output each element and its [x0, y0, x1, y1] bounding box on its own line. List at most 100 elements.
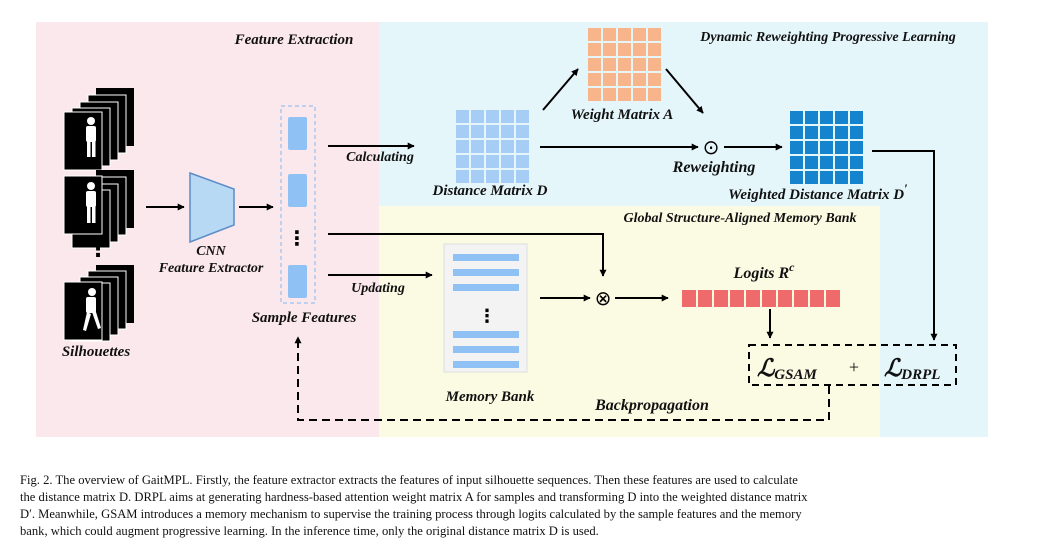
matrix-cell	[603, 88, 616, 101]
matrix-cell	[618, 28, 631, 41]
silhouette-stack-1	[63, 88, 134, 171]
weighted-distance-matrix-label: Weighted Distance Matrix D′	[728, 181, 908, 203]
matrix-cell	[603, 58, 616, 71]
matrix-cell	[850, 111, 863, 124]
matrix-cell	[633, 58, 646, 71]
matrix-cell	[486, 125, 499, 138]
matrix-cell	[456, 110, 469, 123]
matrix-cell	[805, 156, 818, 169]
person-silhouette-icon	[86, 182, 96, 223]
caption-line-1: Fig. 2. The overview of GaitMPL. Firstly…	[20, 473, 798, 487]
matrix-cell	[805, 111, 818, 124]
cnn-label: CNN	[196, 244, 226, 259]
matrix-cell	[471, 125, 484, 138]
matrix-cell	[588, 28, 601, 41]
matrix-cell	[648, 58, 661, 71]
matrix-cell	[633, 43, 646, 56]
feature-extractor-label: Feature Extractor	[158, 261, 264, 276]
matrix-cell	[486, 155, 499, 168]
matrix-cell	[835, 171, 848, 184]
matrix-cell	[820, 111, 833, 124]
matrix-cell	[850, 141, 863, 154]
matrix-cell	[456, 170, 469, 183]
logits-bar	[682, 290, 840, 307]
matrix-cell	[648, 43, 661, 56]
person-walking-silhouette-icon	[83, 288, 101, 331]
matrix-cell	[516, 125, 529, 138]
logit-cell	[778, 290, 792, 307]
weight-matrix-label: Weight Matrix A	[571, 107, 674, 123]
matrix-cell	[820, 141, 833, 154]
loss-plus: +	[849, 357, 859, 377]
logits-label: Logits Rc	[733, 260, 796, 282]
matrix-cell	[618, 73, 631, 86]
memory-bank: ⋮	[443, 243, 528, 373]
matrix-cell	[633, 88, 646, 101]
matrix-cell	[588, 73, 601, 86]
matrix-cell	[501, 125, 514, 138]
matrix-cell	[633, 28, 646, 41]
feature-vdots: ⋮	[287, 226, 307, 250]
memory-row	[453, 254, 519, 261]
memory-row	[453, 331, 519, 338]
logit-cell	[826, 290, 840, 307]
matrix-cell	[603, 43, 616, 56]
logit-cell	[730, 290, 744, 307]
architecture-diagram: Feature Extraction Dynamic Reweighting P…	[36, 22, 988, 437]
matrix-cell	[790, 156, 803, 169]
weight-matrix-grid	[588, 28, 661, 101]
matrix-cell	[805, 171, 818, 184]
logit-cell	[714, 290, 728, 307]
matrix-cell	[618, 88, 631, 101]
matrix-cell	[790, 171, 803, 184]
logit-cell	[746, 290, 760, 307]
sample-features-label: Sample Features	[252, 310, 357, 326]
person-silhouette-icon	[86, 117, 96, 157]
feature-extraction-title: Feature Extraction	[234, 32, 354, 48]
silhouettes-label: Silhouettes	[62, 344, 131, 360]
multiply-operator-icon: ⊗	[595, 286, 612, 310]
matrix-cell	[516, 110, 529, 123]
matrix-cell	[790, 141, 803, 154]
matrix-cell	[486, 110, 499, 123]
matrix-cell	[820, 171, 833, 184]
backpropagation-path	[294, 336, 830, 421]
matrix-cell	[805, 141, 818, 154]
matrix-cell	[648, 88, 661, 101]
logit-cell	[794, 290, 808, 307]
reweighting-label: Reweighting	[672, 159, 756, 176]
backpropagation-label: Backpropagation	[594, 397, 709, 414]
matrix-cell	[588, 43, 601, 56]
feature-block	[288, 174, 307, 207]
matrix-cell	[633, 73, 646, 86]
matrix-cell	[790, 126, 803, 139]
matrix-cell	[471, 170, 484, 183]
silhouette-vdots: ⋮	[87, 237, 109, 262]
gsam-title: Global Structure-Aligned Memory Bank	[624, 211, 857, 226]
matrix-cell	[835, 141, 848, 154]
calculating-label: Calculating	[346, 150, 414, 165]
logit-cell	[682, 290, 696, 307]
matrix-cell	[471, 110, 484, 123]
logit-cell	[762, 290, 776, 307]
matrix-cell	[835, 111, 848, 124]
logit-cell	[698, 290, 712, 307]
matrix-cell	[501, 110, 514, 123]
matrix-cell	[501, 155, 514, 168]
loss-drpl: ℒDRPL	[884, 356, 940, 383]
matrix-cell	[835, 156, 848, 169]
weighted-distance-matrix-grid	[790, 111, 863, 184]
matrix-cell	[501, 170, 514, 183]
matrix-cell	[820, 126, 833, 139]
matrix-cell	[603, 28, 616, 41]
matrix-cell	[805, 126, 818, 139]
matrix-cell	[588, 88, 601, 101]
updating-label: Updating	[351, 281, 405, 296]
distance-matrix-label: Distance Matrix D	[431, 183, 547, 199]
matrix-cell	[486, 140, 499, 153]
memory-row	[453, 284, 519, 291]
memory-row	[453, 346, 519, 353]
matrix-cell	[790, 111, 803, 124]
matrix-cell	[588, 58, 601, 71]
